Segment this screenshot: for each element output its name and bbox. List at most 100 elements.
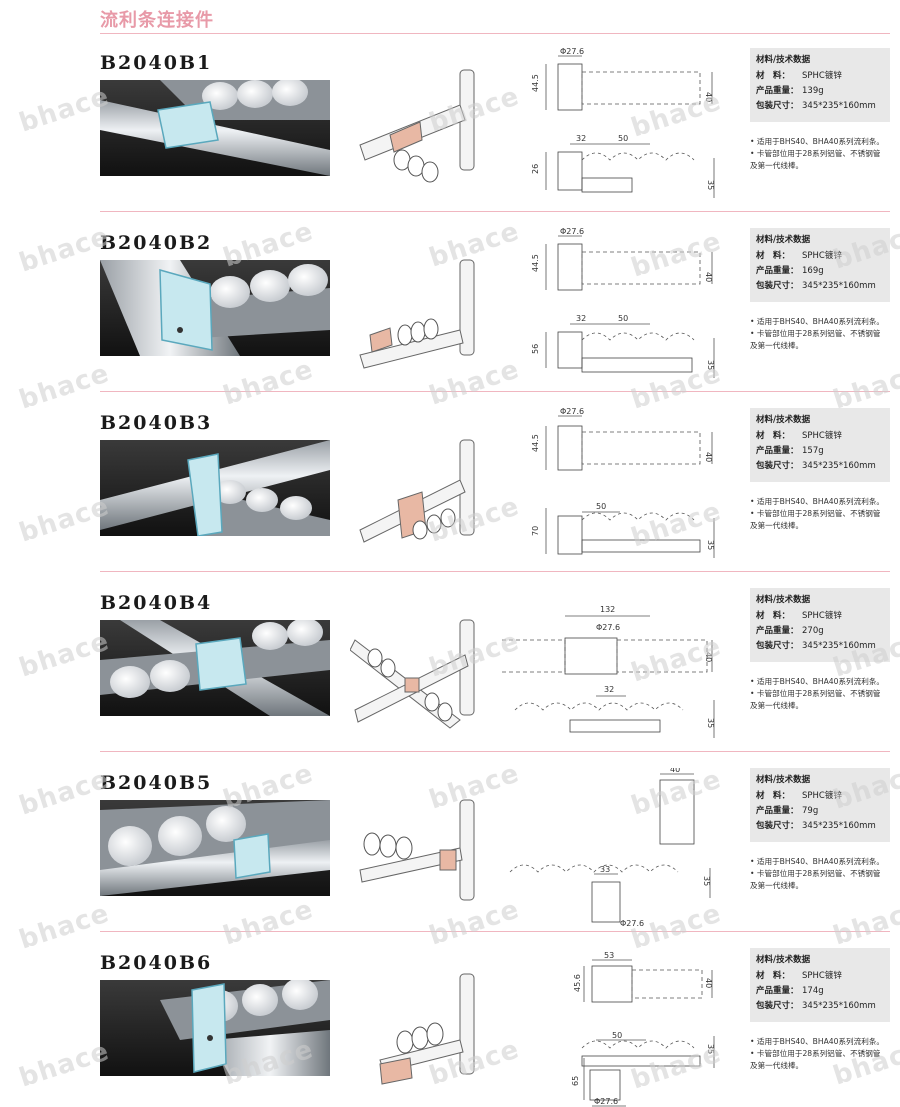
spec-material: SPHC镀锌: [802, 971, 842, 981]
note-line: • 卡管部位用于28系列铝管、不锈钢管: [750, 509, 881, 518]
dim-label: 56: [531, 344, 540, 354]
usage-notes: • 适用于BHS40、BHA40系列流利条。 • 卡管部位用于28系列铝管、不锈…: [750, 316, 895, 352]
product-section: B2040B6: [0, 940, 900, 1107]
dim-label: 40: [704, 272, 713, 282]
spec-box: 材料/技术数据 材 料：SPHC镀锌 产品重量：169g 包装尺寸：345*23…: [750, 228, 890, 302]
spec-header: 材料/技术数据: [756, 955, 811, 965]
dim-label: 32: [604, 685, 614, 694]
dimension-drawing: 132 Φ27.6 40 32 35: [494, 588, 730, 748]
note-line: • 卡管部位用于28系列铝管、不锈钢管: [750, 329, 881, 338]
spec-package: 345*235*160mm: [802, 101, 876, 111]
spec-label: 产品重量：: [756, 266, 799, 276]
dim-label: 35: [706, 718, 715, 728]
spec-box: 材料/技术数据 材 料：SPHC镀锌 产品重量：139g 包装尺寸：345*23…: [750, 48, 890, 122]
page-title: 流利条连接件: [100, 10, 214, 31]
dim-label: 40: [704, 92, 713, 102]
spec-box: 材料/技术数据 材 料：SPHC镀锌 产品重量：174g 包装尺寸：345*23…: [750, 948, 890, 1022]
dim-label: Φ27.6: [560, 48, 584, 56]
spec-package: 345*235*160mm: [802, 1001, 876, 1011]
spec-box: 材料/技术数据 材 料：SPHC镀锌 产品重量：157g 包装尺寸：345*23…: [750, 408, 890, 482]
section-divider: [100, 391, 890, 392]
dimension-drawing: 53 45.6 40 50 65 35 Φ27.6: [500, 948, 730, 1107]
dim-label: 26: [531, 164, 540, 174]
dim-label: 50: [612, 1031, 622, 1040]
isometric-drawing: [350, 780, 500, 920]
dim-label: 132: [600, 605, 615, 614]
model-number: B2040B6: [100, 952, 213, 974]
dim-label: 44.5: [531, 74, 540, 92]
note-line: 及第一代线棒。: [750, 881, 804, 890]
model-number: B2040B5: [100, 772, 213, 794]
dim-label: 45.6: [573, 974, 582, 992]
spec-label: 材 料：: [756, 971, 791, 981]
note-line: 及第一代线棒。: [750, 341, 804, 350]
usage-notes: • 适用于BHS40、BHA40系列流利条。 • 卡管部位用于28系列铝管、不锈…: [750, 496, 895, 532]
spec-material: SPHC镀锌: [802, 251, 842, 261]
dimension-drawing: Φ27.6 44.5 40 32 50 56 35: [500, 227, 730, 388]
dim-label: 40: [670, 768, 680, 774]
product-photo: [100, 800, 330, 896]
dimension-drawing: Φ27.6 44.5 40 50 70 35: [500, 407, 730, 568]
spec-label: 包装尺寸：: [756, 461, 799, 471]
model-number: B2040B3: [100, 412, 213, 434]
spec-label: 产品重量：: [756, 86, 799, 96]
spec-weight: 79g: [802, 806, 819, 816]
spec-material: SPHC镀锌: [802, 791, 842, 801]
spec-weight: 270g: [802, 626, 824, 636]
spec-label: 材 料：: [756, 791, 791, 801]
spec-header: 材料/技术数据: [756, 595, 811, 605]
note-line: • 适用于BHS40、BHA40系列流利条。: [750, 497, 885, 506]
section-divider: [100, 751, 890, 752]
spec-weight: 174g: [802, 986, 824, 996]
note-line: • 适用于BHS40、BHA40系列流利条。: [750, 677, 885, 686]
product-photo: [100, 80, 330, 176]
dim-label: 32: [576, 314, 586, 323]
section-divider: [100, 571, 890, 572]
spec-label: 材 料：: [756, 431, 791, 441]
dim-label: 65: [571, 1076, 580, 1086]
dim-label: Φ27.6: [560, 228, 584, 236]
isometric-drawing: [350, 60, 500, 200]
product-photo: [100, 440, 330, 536]
spec-box: 材料/技术数据 材 料：SPHC镀锌 产品重量：270g 包装尺寸：345*23…: [750, 588, 890, 662]
note-line: 及第一代线棒。: [750, 1061, 804, 1070]
spec-header: 材料/技术数据: [756, 415, 811, 425]
dim-label: 50: [618, 314, 628, 323]
dim-label: 50: [618, 134, 628, 143]
dim-label: 70: [531, 526, 540, 536]
spec-package: 345*235*160mm: [802, 281, 876, 291]
spec-label: 产品重量：: [756, 806, 799, 816]
dim-label: 53: [604, 951, 614, 960]
product-section: B2040B5: [0, 760, 900, 932]
section-divider: [100, 931, 890, 932]
section-divider: [100, 211, 890, 212]
dim-label: 35: [706, 360, 715, 370]
spec-label: 包装尺寸：: [756, 101, 799, 111]
dim-label: 44.5: [531, 434, 540, 452]
dim-label: Φ27.6: [560, 408, 584, 416]
note-line: • 适用于BHS40、BHA40系列流利条。: [750, 1037, 885, 1046]
spec-weight: 139g: [802, 86, 824, 96]
dim-label: 33: [600, 865, 610, 874]
spec-header: 材料/技术数据: [756, 775, 811, 785]
product-photo: [100, 260, 330, 356]
spec-label: 产品重量：: [756, 626, 799, 636]
note-line: • 卡管部位用于28系列铝管、不锈钢管: [750, 1049, 881, 1058]
spec-label: 材 料：: [756, 251, 791, 261]
note-line: • 适用于BHS40、BHA40系列流利条。: [750, 137, 885, 146]
note-line: 及第一代线棒。: [750, 701, 804, 710]
note-line: 及第一代线棒。: [750, 161, 804, 170]
dim-label: 50: [596, 502, 606, 511]
note-line: • 适用于BHS40、BHA40系列流利条。: [750, 857, 885, 866]
dim-label: 40: [704, 452, 713, 462]
spec-label: 材 料：: [756, 71, 791, 81]
note-line: • 卡管部位用于28系列铝管、不锈钢管: [750, 149, 881, 158]
usage-notes: • 适用于BHS40、BHA40系列流利条。 • 卡管部位用于28系列铝管、不锈…: [750, 1036, 895, 1072]
spec-label: 包装尺寸：: [756, 281, 799, 291]
isometric-drawing: [349, 600, 500, 740]
dim-label: Φ27.6: [620, 919, 644, 928]
model-number: B2040B1: [100, 52, 213, 74]
isometric-drawing: [350, 960, 500, 1100]
dim-label: 32: [576, 134, 586, 143]
spec-header: 材料/技术数据: [756, 235, 811, 245]
